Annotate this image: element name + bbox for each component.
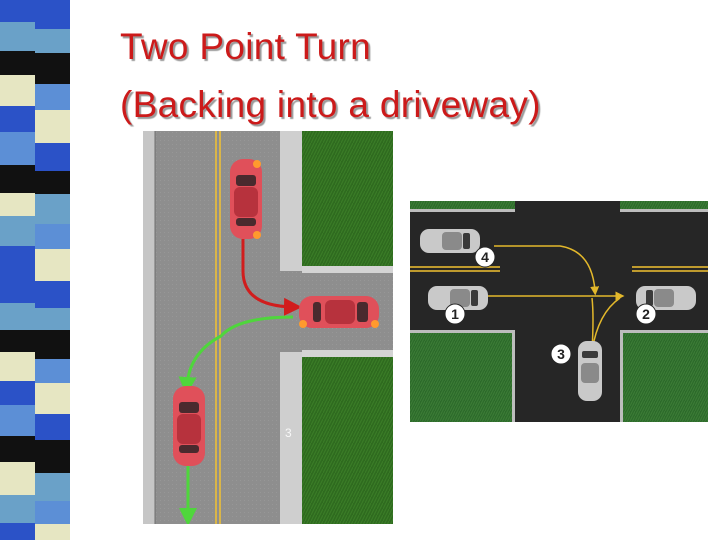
badge-1-label: 1 <box>451 306 459 322</box>
decorative-strip <box>0 0 70 540</box>
driveway-curb-bottom <box>302 350 393 357</box>
center-line <box>215 131 221 524</box>
car-position-3 <box>578 341 602 401</box>
lawn-nw <box>410 201 515 209</box>
slide-subtitle: (Backing into a driveway) <box>120 84 541 125</box>
lawn-se <box>620 333 708 422</box>
intersection-turn-diagram: 4 1 2 3 <box>410 201 708 422</box>
slide-title: Two Point Turn <box>120 26 371 67</box>
badge-2: 2 <box>635 303 657 325</box>
right-sidewalk-bottom <box>280 352 302 524</box>
lawn-bottom <box>302 357 393 524</box>
car-final <box>173 386 205 466</box>
car-driveway <box>299 296 379 328</box>
badge-3-label: 3 <box>557 346 565 362</box>
badge-1: 1 <box>444 303 466 325</box>
driveway-curb-top <box>302 266 393 273</box>
reverse-path <box>241 239 302 316</box>
two-point-turn-street-diagram: 3 <box>143 131 393 524</box>
car-start <box>230 159 262 239</box>
lawn-sw <box>410 333 515 422</box>
badge-3: 3 <box>550 343 572 365</box>
curb-number: 3 <box>285 426 292 440</box>
car-position-4 <box>420 229 480 253</box>
badge-4-label: 4 <box>481 249 489 265</box>
right-sidewalk-top <box>280 131 302 271</box>
badge-4: 4 <box>474 246 496 268</box>
car-position-2 <box>636 286 696 310</box>
lawn-top <box>302 131 393 266</box>
car-position-1 <box>428 286 488 310</box>
forward-path <box>178 315 294 395</box>
left-sidewalk <box>143 131 155 524</box>
lawn-ne <box>620 201 708 209</box>
badge-2-label: 2 <box>642 306 650 322</box>
